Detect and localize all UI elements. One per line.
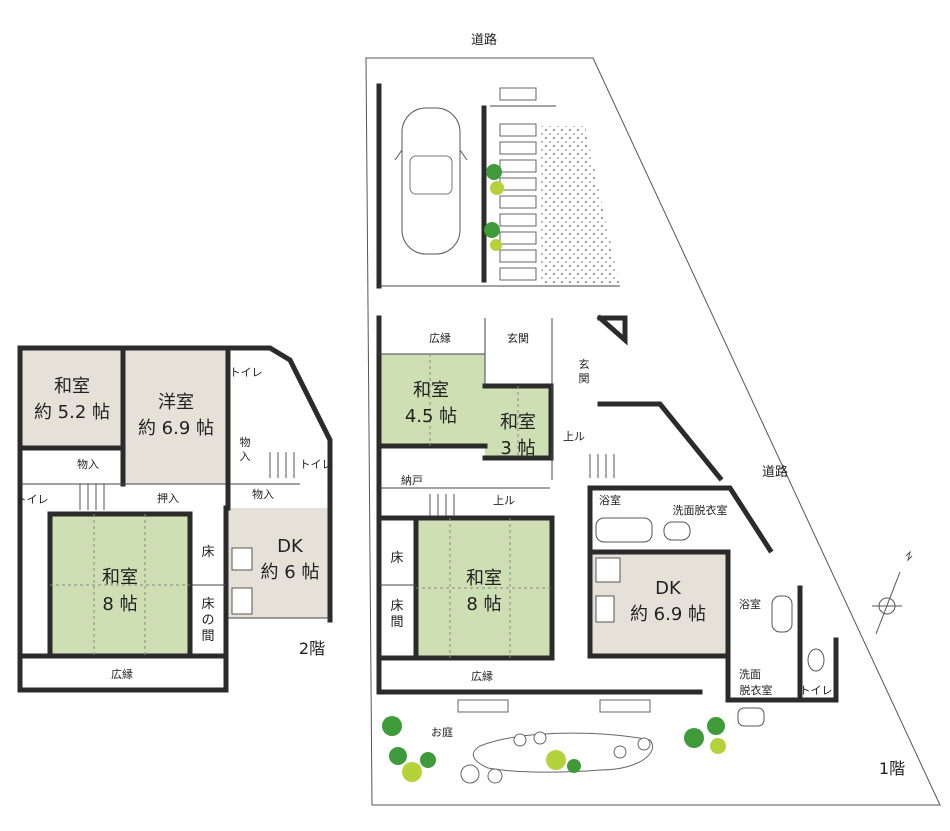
f1-washitsu8-name: 和室 xyxy=(466,568,502,589)
f1-toilet: トイレ xyxy=(800,684,833,697)
floor2-label: 2階 xyxy=(299,639,325,658)
plant-icon xyxy=(484,164,504,251)
room-washitsu-52 xyxy=(20,350,123,448)
f1-sink-icon xyxy=(595,595,615,623)
f1-yokushitsu-b: 浴室 xyxy=(739,597,761,611)
f2-tokonoma-3: 間 xyxy=(201,629,214,644)
f2-dk-size: 約 6 帖 xyxy=(261,562,320,583)
f1-genkan-b2: 関 xyxy=(579,372,590,385)
f1-genkan-a: 玄関 xyxy=(507,331,529,345)
f1-washitsu45-size: 4.5 帖 xyxy=(405,406,457,427)
f2-tatami-lines xyxy=(50,514,190,656)
f1-stairs xyxy=(429,454,615,516)
room-washitsu-45 xyxy=(379,354,485,446)
f2-washitsu52-size: 約 5.2 帖 xyxy=(34,402,110,423)
car-icon xyxy=(394,107,468,255)
f1-wall-genkan-diag xyxy=(597,401,724,482)
f2-toko: 床 xyxy=(201,545,214,560)
garden: お庭 xyxy=(382,716,726,784)
f1-bathtub2-icon xyxy=(771,595,793,633)
f2-toilet-c: トイレ xyxy=(300,458,333,471)
garden-stones xyxy=(460,731,651,784)
f2-washitsu8-size: 8 帖 xyxy=(102,594,137,615)
f2-monoire-d: 物入 xyxy=(252,487,274,501)
f1-hiroen-bottom: 広縁 xyxy=(471,669,493,683)
f1-washitsu8-size: 8 帖 xyxy=(466,594,501,615)
floor-2: 和室 約 5.2 帖 洋室 約 6.9 帖 物入 押入 物入 物 入 トイレ ト… xyxy=(16,345,333,693)
f1-washitsu3-size: 3 帖 xyxy=(500,438,535,459)
f1-wall-wet xyxy=(725,585,839,703)
f2-youshitsu-size: 約 6.9 帖 xyxy=(138,418,214,439)
f1-toilet-icon xyxy=(807,648,825,672)
f2-youshitsu-name: 洋室 xyxy=(158,392,194,413)
f2-dk-name: DK xyxy=(277,536,304,557)
room-youshitsu xyxy=(123,350,227,484)
f2-hiroen: 広縁 xyxy=(111,667,133,681)
f2-walls-east xyxy=(225,345,333,623)
floor-1: 広縁 玄関 玄 関 和室 4.5 帖 和室 3 帖 上ル 納戸 上ル 浴室 洗面… xyxy=(376,314,839,727)
road-label-right: 道路 xyxy=(762,464,788,480)
f1-step-stone-b xyxy=(599,699,651,713)
f2-washitsu8-name: 和室 xyxy=(102,567,138,588)
f1-senmen-b1: 洗面 xyxy=(739,668,761,681)
f2-tokonoma-2: の xyxy=(201,613,214,628)
f2-monoire-a: 物入 xyxy=(77,457,99,471)
f1-washbasin2-icon xyxy=(737,707,765,727)
f1-step-stone-a xyxy=(457,699,509,713)
f1-washitsu3-name: 和室 xyxy=(500,412,536,433)
gravel-area xyxy=(540,126,620,286)
f1-tokoma-1: 床 xyxy=(390,599,403,614)
f2-toilet-b: トイレ xyxy=(16,493,49,506)
f2-washitsu52-name: 和室 xyxy=(54,376,90,397)
f2-toilet-a: トイレ xyxy=(230,366,263,379)
f2-walls-inner xyxy=(17,345,231,511)
f2-sink-icon xyxy=(231,547,253,571)
f2-stairs xyxy=(79,452,295,510)
f1-senmen-a: 洗面脱衣室 xyxy=(673,503,728,517)
f1-yokushitsu-a: 浴室 xyxy=(599,493,621,507)
stepping-stones xyxy=(499,87,537,281)
f1-dk-size: 約 6.9 帖 xyxy=(630,604,706,625)
garden-label: お庭 xyxy=(431,725,453,739)
f2-oshiire: 押入 xyxy=(157,491,179,505)
f1-toko: 床 xyxy=(390,551,403,566)
f1-nobori-a: 上ル xyxy=(563,430,585,443)
garden-plant-icon xyxy=(382,716,726,782)
f2-stove-icon xyxy=(231,587,253,615)
f1-stove-icon xyxy=(595,557,621,583)
road-label-top: 道路 xyxy=(471,32,497,48)
f2-monoire-c1: 物 xyxy=(240,435,251,449)
f1-hiroen-top: 広縁 xyxy=(429,331,451,345)
f1-wall-west xyxy=(376,315,703,695)
f1-senmen-b2: 脱衣室 xyxy=(740,683,773,697)
f1-wall-genkan-corner xyxy=(596,314,628,346)
f1-dk-name: DK xyxy=(655,578,682,599)
f1-genkan-b1: 玄 xyxy=(579,357,590,371)
floor1-label: 1階 xyxy=(879,759,905,778)
f1-washitsu45-name: 和室 xyxy=(413,380,449,401)
f1-tokoma-2: 間 xyxy=(390,615,403,630)
f2-monoire-c2: 入 xyxy=(240,450,251,463)
f2-tokonoma-1: 床 xyxy=(201,597,214,612)
f1-nobori-b: 上ル xyxy=(493,494,515,507)
f1-washbasin-icon xyxy=(663,521,691,541)
f1-tatami-lines xyxy=(416,354,552,658)
north-compass-icon xyxy=(872,550,913,635)
f1-bathtub-icon xyxy=(595,517,653,543)
f1-wall-bath xyxy=(587,485,774,555)
f1-nando: 納戸 xyxy=(401,474,423,487)
